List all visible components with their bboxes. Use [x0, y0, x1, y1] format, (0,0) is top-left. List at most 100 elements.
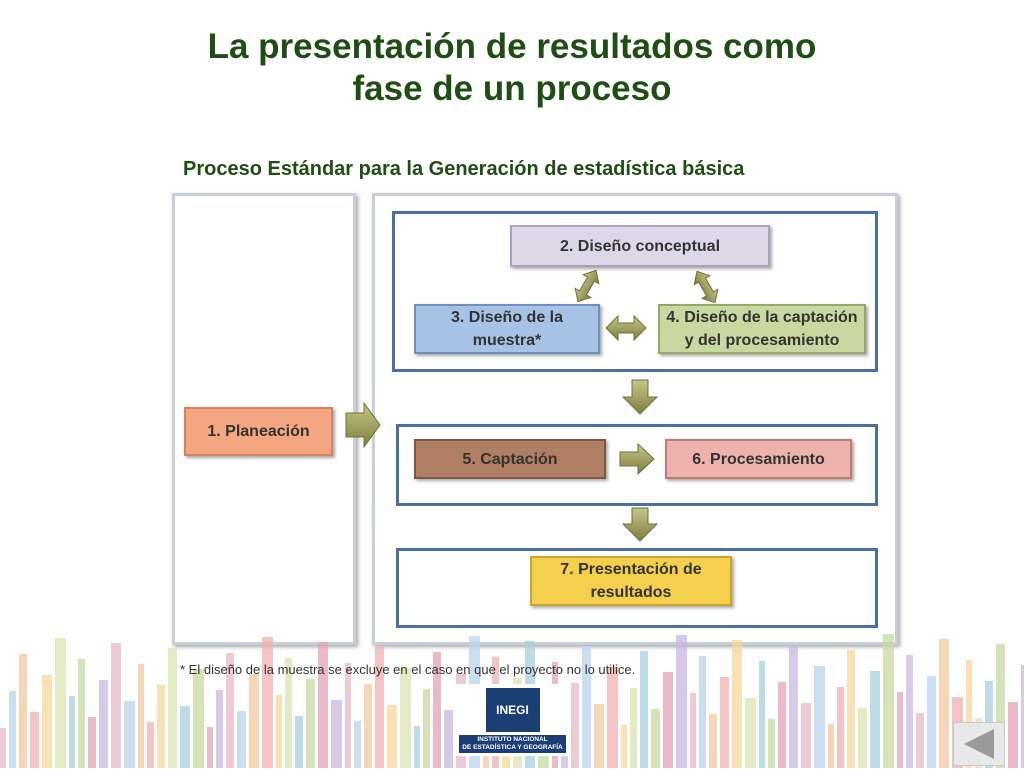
decorative-bar: [285, 658, 292, 768]
decorative-bar: [847, 650, 855, 768]
decorative-bar: [720, 677, 729, 768]
decorative-bar: [88, 717, 96, 768]
decorative-bar: [124, 701, 135, 768]
decorative-bar: [801, 703, 811, 768]
decorative-bar: [745, 698, 756, 768]
decorative-bar: [594, 704, 604, 768]
decorative-bar: [138, 664, 144, 768]
decorative-bar: [837, 687, 844, 768]
decorative-bar: [55, 638, 66, 768]
decorative-bar: [927, 676, 936, 768]
decorative-bar: [690, 693, 696, 768]
decorative-bar: [237, 711, 246, 768]
decorative-bar: [768, 719, 775, 768]
decorative-bar: [582, 646, 591, 768]
decorative-bar: [858, 708, 867, 768]
decorative-bar: [621, 725, 627, 768]
decorative-bar: [262, 637, 273, 768]
decorative-bar: [1021, 665, 1024, 768]
decorative-bar: [916, 713, 924, 768]
step-diseno-captacion-line1: 4. Diseño de la captación: [666, 309, 858, 326]
triangle-left-icon: [964, 729, 994, 759]
decorative-bar: [778, 682, 786, 768]
decorative-bar: [423, 689, 430, 768]
step-presentacion-line2: resultados: [590, 584, 672, 601]
inegi-logo-line1: INSTITUTO NACIONAL: [477, 736, 548, 743]
decorative-bar: [19, 654, 27, 768]
inegi-logo-line2: DE ESTADÍSTICA Y GEOGRAFÍA: [462, 744, 563, 751]
step-procesamiento-label: 6. Procesamiento: [692, 450, 825, 468]
decorative-bar: [387, 705, 397, 768]
decorative-bar: [814, 666, 825, 768]
decorative-bar: [906, 655, 913, 768]
decorative-bar: [111, 643, 121, 768]
decorative-bar: [732, 640, 742, 768]
diagram-subtitle: Proceso Estándar para la Generación de e…: [183, 158, 745, 180]
step-diseno-captacion-line2: y del procesamiento: [684, 332, 840, 349]
step-diseno-muestra-line2: muestra*: [472, 332, 542, 349]
decorative-bar: [331, 700, 342, 768]
decorative-bar: [966, 660, 972, 768]
step-diseno-muestra-line1: 3. Diseño de la: [450, 309, 564, 326]
decorative-bar: [180, 706, 190, 768]
title-line-1: La presentación de resultados como: [207, 27, 817, 66]
decorative-bar: [30, 712, 39, 768]
inegi-logo: INEGI INSTITUTO NACIONAL DE ESTADÍSTICA …: [455, 684, 570, 756]
decorative-bar: [897, 692, 903, 768]
decorative-bar: [433, 652, 441, 768]
decorative-bar: [789, 645, 798, 768]
decorative-bar: [147, 722, 154, 768]
decorative-bar: [709, 714, 717, 768]
step-diseno-muestra: 3. Diseño de la muestra*: [414, 304, 600, 354]
decorative-bar: [607, 667, 618, 768]
decorative-bar: [699, 656, 706, 768]
decorative-bar: [99, 680, 108, 768]
decorative-bar: [1008, 702, 1018, 768]
decorative-bar: [651, 709, 660, 768]
decorative-bar: [640, 651, 648, 768]
decorative-bar: [193, 669, 204, 768]
decorative-bar: [42, 675, 52, 768]
decorative-bar: [157, 685, 165, 768]
step-captacion-label: 5. Captación: [462, 450, 558, 468]
decorative-bar: [400, 668, 411, 768]
decorative-bar: [375, 647, 384, 768]
decorative-bar: [78, 659, 85, 768]
step-diseno-conceptual: 2. Diseño conceptual: [510, 225, 770, 267]
decorative-bar: [345, 663, 351, 768]
decorative-bar: [870, 671, 880, 768]
decorative-bar: [295, 716, 303, 768]
step-procesamiento: 6. Procesamiento: [665, 439, 852, 479]
decorative-bar: [883, 634, 894, 768]
footnote: * El diseño de la muestra se excluye en …: [180, 662, 636, 677]
decorative-bar: [939, 639, 949, 768]
decorative-bar: [663, 672, 673, 768]
back-button[interactable]: [953, 722, 1005, 766]
decorative-bar: [168, 648, 177, 768]
decorative-bar: [354, 721, 361, 768]
inegi-logo-text: INSTITUTO NACIONAL DE ESTADÍSTICA Y GEOG…: [459, 735, 566, 753]
decorative-bar: [216, 690, 223, 768]
title-line-2: fase de un proceso: [352, 69, 672, 108]
decorative-bar: [249, 674, 259, 768]
decorative-bar: [676, 635, 687, 768]
step-presentacion-line1: 7. Presentación de: [560, 561, 702, 578]
decorative-bar: [306, 679, 315, 768]
decorative-bar: [207, 727, 213, 768]
decorative-bar: [9, 691, 16, 768]
decorative-bar: [414, 726, 420, 768]
step-planeacion-label: 1. Planeación: [207, 423, 310, 440]
decorative-bar: [226, 653, 234, 768]
step-captacion: 5. Captación: [414, 439, 606, 479]
decorative-bar: [444, 710, 453, 768]
decorative-bar: [69, 696, 75, 768]
decorative-bar: [630, 688, 637, 768]
decorative-bar: [0, 728, 6, 768]
decorative-bar: [318, 642, 328, 768]
decorative-bar: [364, 684, 372, 768]
decorative-bar: [996, 644, 1005, 768]
decorative-bar: [759, 661, 765, 768]
step-diseno-conceptual-label: 2. Diseño conceptual: [559, 237, 721, 255]
decorative-bar: [571, 683, 579, 768]
step-presentacion-resultados: 7. Presentación de resultados: [530, 556, 732, 606]
